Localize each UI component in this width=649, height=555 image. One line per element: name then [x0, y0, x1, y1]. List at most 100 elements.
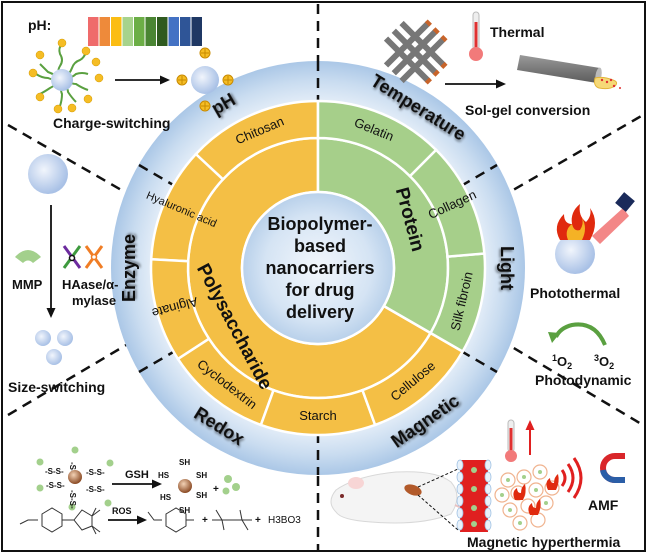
size-switching-caption: Size-switching [8, 379, 105, 395]
mmp-label: MMP [12, 277, 43, 292]
stimulus-label-enzyme: Enzyme [119, 234, 139, 302]
sol-gel-caption: Sol-gel conversion [465, 102, 590, 118]
ph-scale-swatch [99, 17, 110, 46]
ph-scale-swatch [111, 17, 122, 46]
positive-nanoparticle-icon [176, 47, 234, 112]
singlet-oxygen-label: 1O2 [552, 353, 572, 371]
center-circle [240, 190, 396, 346]
temperature-panel: Thermal Sol-gel conversion [383, 11, 621, 118]
ph-panel: pH: [28, 17, 234, 131]
tumor-cells-icon [494, 464, 560, 531]
center-title: Biopolymer- based nanocarriers for drug … [265, 214, 374, 322]
triplet-oxygen-label: 3O2 [594, 353, 614, 371]
released-drug-icon [222, 475, 240, 495]
charged-nanoparticle-icon [28, 38, 104, 114]
magnetic-hyperthermia-caption: Magnetic hyperthermia [467, 534, 620, 550]
ph-scale-swatch [157, 17, 168, 46]
temperature-up-arrow [525, 420, 535, 455]
stimulus-label-light: Light [497, 246, 517, 290]
svg-text:-S-S-: -S-S- [86, 468, 105, 477]
magnet-icon [600, 453, 625, 483]
gsh-label: GSH [125, 469, 149, 481]
plus-sign-2: + [202, 515, 208, 526]
outer-sector-collagen [408, 148, 486, 259]
redox-panel: -S-S--S-S- -S-S--S-S- -S-S- -S-S- GSH HS… [19, 446, 301, 535]
ph-scale-swatch [191, 17, 202, 46]
divider-upper-left [7, 123, 166, 217]
cycle-arrow-icon [548, 322, 607, 346]
outer-sector-alginate [149, 257, 211, 361]
outer-label-starch: Starch [299, 408, 337, 423]
svg-text:SH: SH [179, 458, 190, 467]
enzyme-panel: MMP HAase/α- mylase Size-switching [8, 154, 118, 395]
blood-vessel-icon [456, 459, 492, 532]
scissors-icon-orange [84, 245, 104, 269]
outer-sector-cellulose [360, 331, 465, 427]
mmp-enzyme-icon [15, 250, 41, 263]
outer-sector-starch [259, 388, 377, 437]
disulfide-nanoparticle-icon: -S-S--S-S- -S-S--S-S- -S-S- -S-S- [36, 446, 114, 511]
outer-sector-gelatin [316, 99, 438, 178]
outer-sector-cyclodextrin [176, 337, 276, 427]
ros-label: ROS [112, 506, 132, 516]
ph-scale-swatch [88, 17, 99, 46]
ph-scale-swatch [180, 17, 191, 46]
divider-lower-left [7, 320, 166, 417]
haase-label-line-2: mylase [72, 293, 116, 308]
boric-acid-label: H3BO3 [268, 515, 301, 526]
charge-switching-caption: Charge-switching [53, 115, 170, 131]
svg-text:SH: SH [196, 471, 207, 480]
photodynamic-caption: Photodynamic [535, 372, 632, 388]
ph-scale-swatch [122, 17, 133, 46]
large-nanoparticle-icon [28, 154, 68, 194]
amf-label: AMF [588, 497, 619, 513]
hydrogel-tube-icon [517, 55, 621, 90]
magnetic-panel: AMF Magnetic hyperthermia [330, 419, 625, 550]
svg-text:HS: HS [160, 493, 172, 502]
ph-arrow-head [160, 75, 170, 85]
size-switch-arrow-head [46, 308, 56, 318]
haase-label-line-1: HAase/α- [62, 277, 118, 292]
ring-divider-lines [138, 61, 498, 475]
plus-sign: + [213, 484, 219, 495]
center-title-line-3: nanocarriers [265, 258, 374, 278]
ph-scale-swatch [134, 17, 145, 46]
temperature-arrow-head [496, 79, 506, 89]
mesh-scaffold-icon [383, 19, 448, 85]
laser-icon [592, 192, 635, 244]
svg-text:-S-S-: -S-S- [46, 481, 65, 490]
photothermal-caption: Photothermal [530, 285, 620, 301]
svg-text:SH: SH [179, 506, 190, 515]
center-title-line-2: based [294, 236, 346, 256]
small-nanoparticles-icon [35, 330, 73, 365]
plus-sign-3: + [255, 515, 261, 526]
biopolymer-sectors [149, 99, 487, 437]
outer-sector-silk-fibroin [428, 252, 487, 354]
ph-scale-swatch [168, 17, 179, 46]
gsh-arrow-head [152, 479, 162, 489]
center-title-line-1: Biopolymer- [267, 214, 372, 234]
svg-text:SH: SH [196, 491, 207, 500]
center-title-line-4: for drug [286, 280, 355, 300]
light-panel: Photothermal 1O2 3O2 Photodynamic [530, 192, 635, 388]
magnetic-wave-icon [560, 457, 583, 499]
svg-text:-S-S-: -S-S- [68, 490, 77, 509]
ph-scale-label: pH: [28, 17, 51, 33]
scissors-icon-purple [62, 245, 82, 269]
outer-sector-hyaluronic-acid [149, 152, 225, 263]
phenol-product-icon [147, 507, 194, 533]
flame-icon [556, 204, 595, 240]
svg-text:-S-S-: -S-S- [45, 467, 64, 476]
thermal-label: Thermal [490, 24, 544, 40]
thermometer-icon [469, 11, 483, 61]
pinacol-product-icon [212, 509, 252, 531]
ph-scale-swatch [145, 17, 156, 46]
center-title-line-5: delivery [286, 302, 354, 322]
ros-arrow-head [137, 515, 147, 525]
thiol-nanoparticle-icon: HS SH HS SH SH SH [158, 458, 207, 515]
svg-text:HS: HS [158, 471, 170, 480]
svg-text:-S-S-: -S-S- [86, 485, 105, 494]
heat-flame-icons [513, 474, 559, 515]
